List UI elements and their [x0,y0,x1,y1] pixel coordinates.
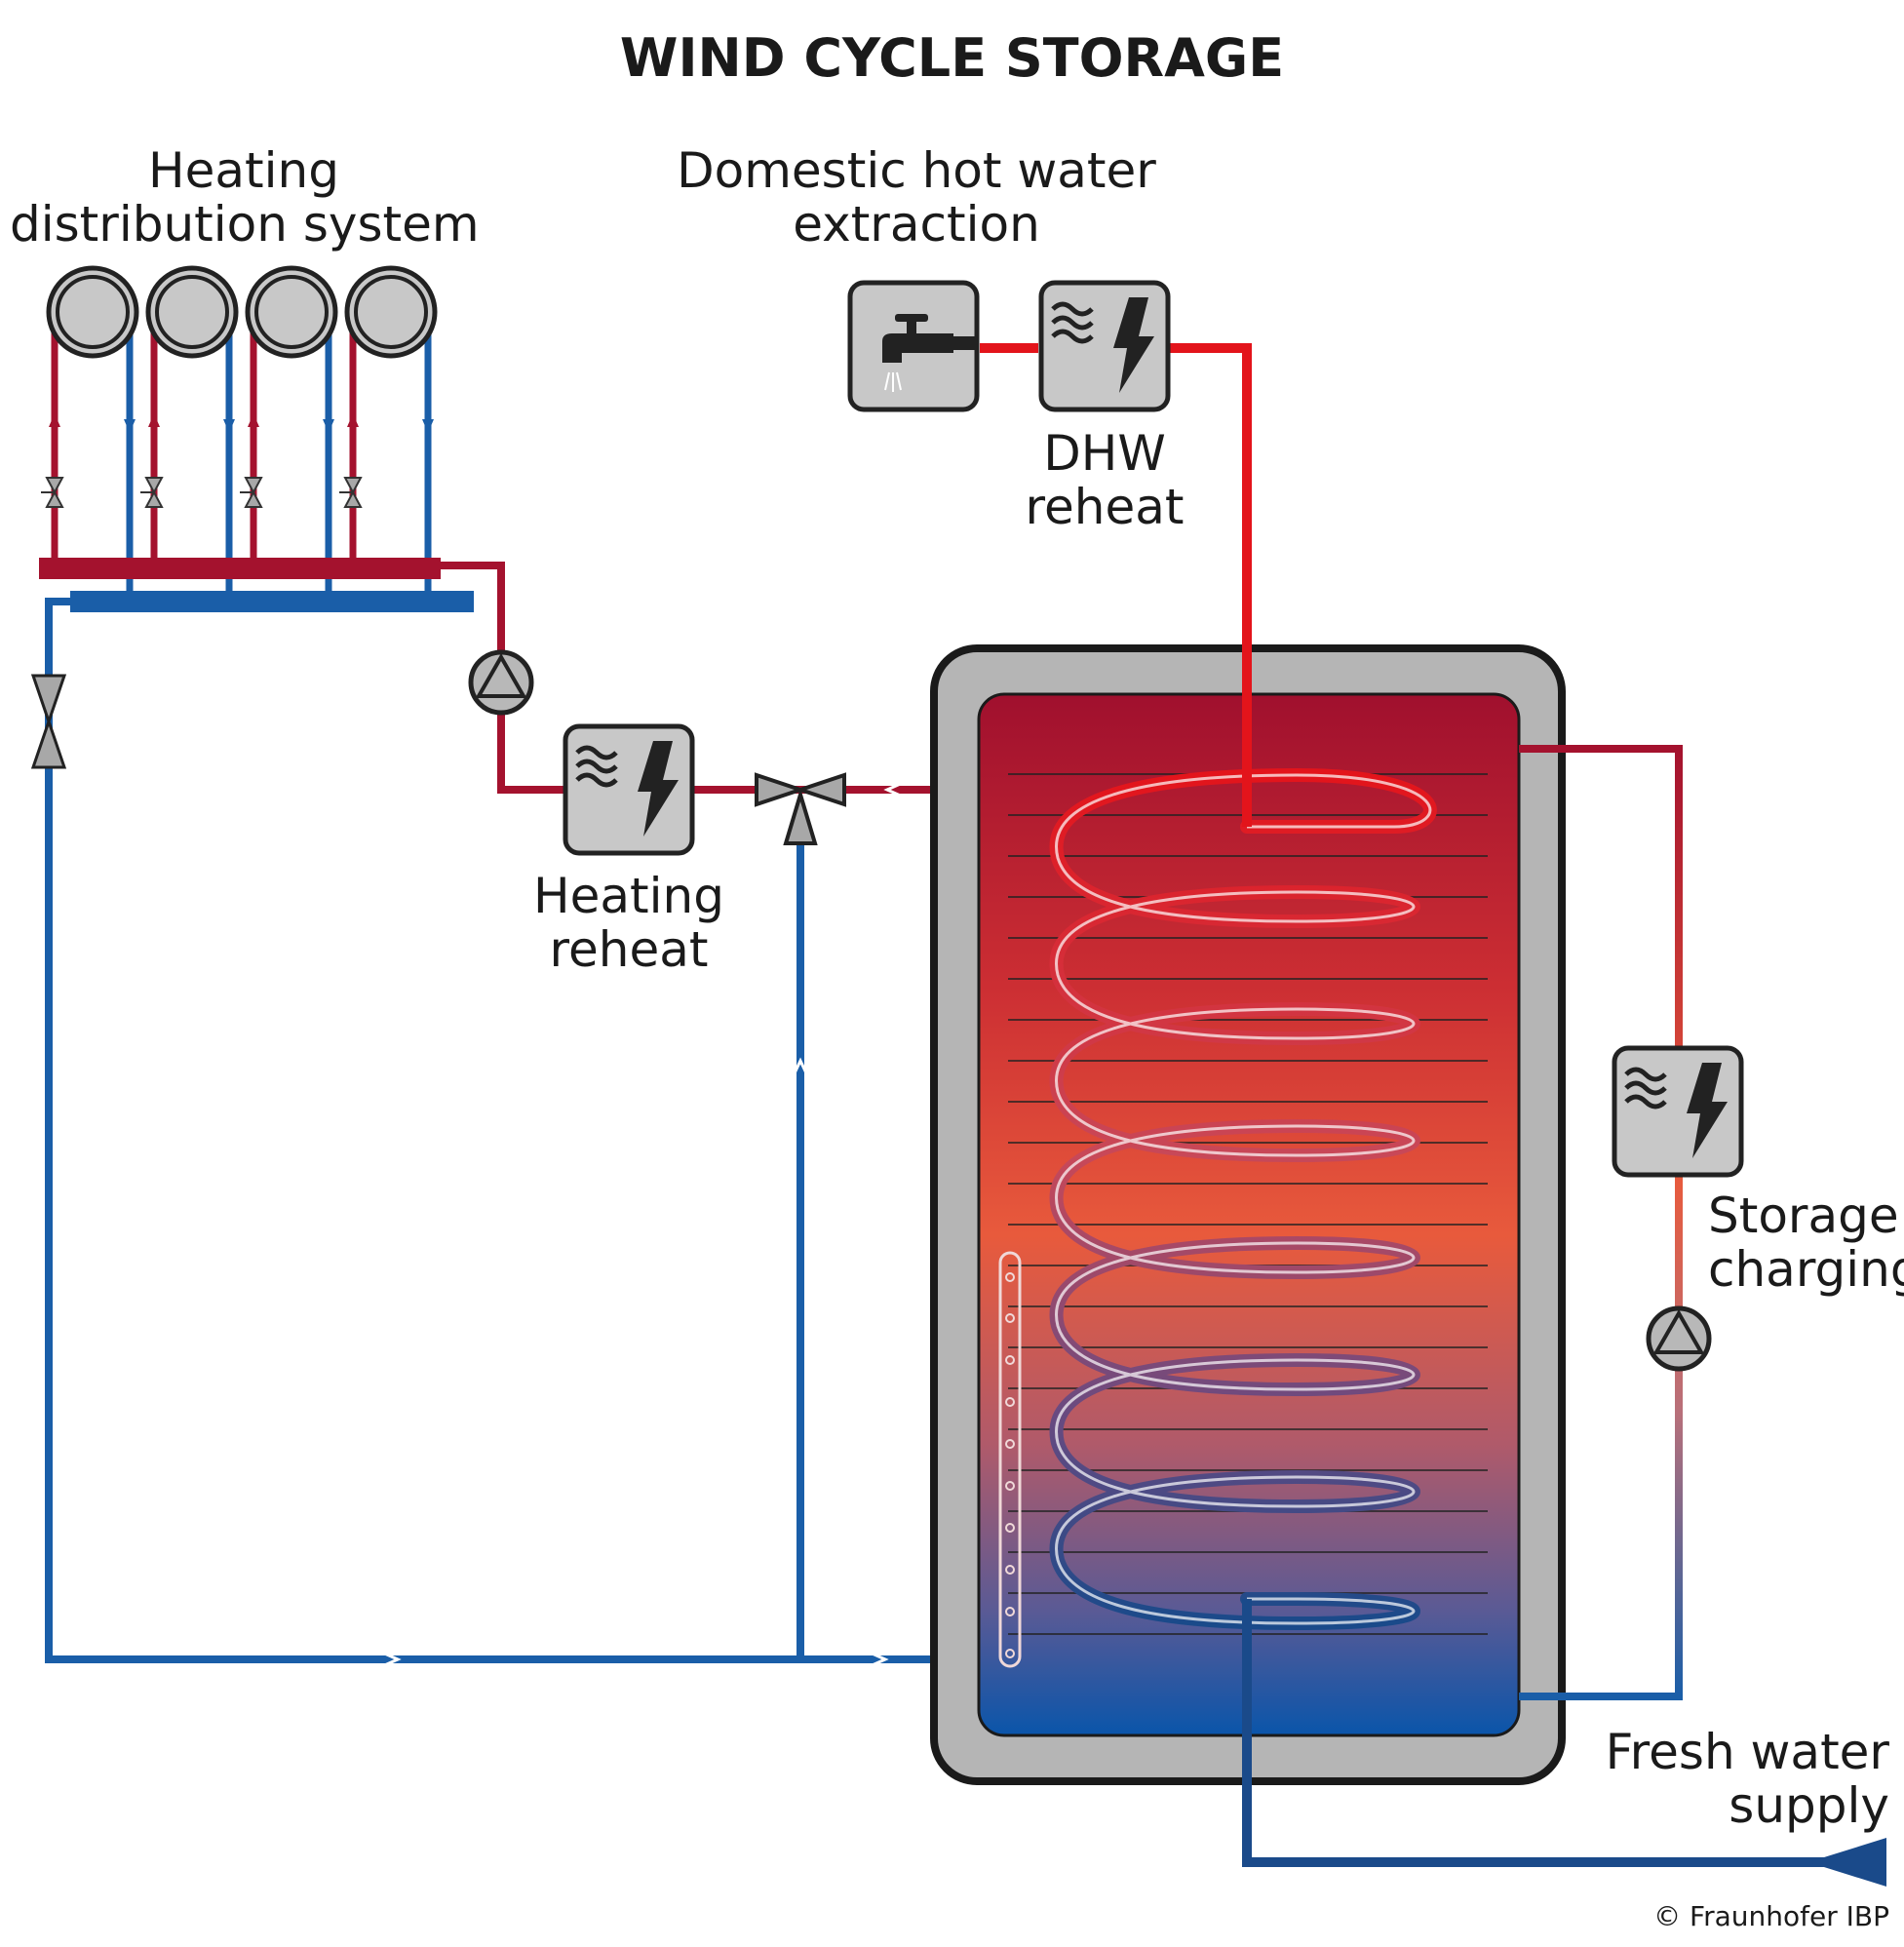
heating-distribution-label-line2: distribution system [10,196,480,253]
dhw-extraction-label-line1: Domestic hot water [677,142,1156,199]
flow-arrows [379,591,1257,1810]
valve-icon [41,477,363,508]
radiator-icon [145,265,239,359]
heating-reheat-label-line2: reheat [549,921,709,978]
radiator-supply-pipes [51,322,357,570]
tap-icon [847,280,980,412]
electric-heater-icon [1038,280,1171,412]
radiator-icon [344,265,438,359]
dhw-extraction-label-line2: extraction [793,196,1040,253]
electric-heater-icon [563,723,695,856]
heating-distribution-label-line1: Heating [148,142,339,199]
electric-heater-icon [1612,1045,1744,1178]
fresh-water-supply-label-line2: supply [1729,1777,1889,1834]
return-inlet-diffuser [998,1251,1022,1668]
dhw-supply-pipe [1165,343,1252,827]
dhw-heat-exchanger-coil-highlight [1055,773,1432,1625]
valve-icon [30,674,67,769]
storage-charging-label-line2: charging [1708,1241,1904,1298]
pump-icon [1646,1305,1712,1372]
dhw-reheat-label-line1: DHW [1043,425,1166,482]
hot-manifold [39,558,441,579]
dhw-extraction-label: Domestic hot water extraction [663,144,1170,252]
dhw-reheat-label-line2: reheat [1025,479,1185,535]
heating-distribution-label: Heating distribution system [10,142,480,253]
fresh-water-supply-label-line1: Fresh water [1605,1724,1889,1780]
radiator-icon [46,265,139,359]
dhw-reheat-label: DHW reheat [1007,427,1202,534]
diagram-title: WIND CYCLE STORAGE [619,27,1285,89]
storage-charging-label-line1: Storage [1708,1188,1899,1244]
storage-charging-pipe [1519,745,1683,1700]
heating-reheat-label-line1: Heating [533,868,724,924]
storage-charging-label: Storage charging [1708,1189,1904,1297]
copyright-notice: © Fraunhofer IBP [1653,1900,1889,1932]
fresh-water-pipe [1242,1599,1852,1867]
radiator-arrows [49,413,434,433]
three-way-valve-icon [755,772,846,845]
radiator-return-pipes [126,322,432,604]
heating-return-pipe [45,598,985,1663]
radiator-icon [245,265,338,359]
cold-manifold [70,591,474,612]
fresh-water-supply-label: Fresh water supply [1560,1726,1889,1833]
fresh-water-inlet-arrow [1808,1838,1886,1887]
heating-reheat-label: Heating reheat [526,870,731,977]
pump-icon [468,649,534,716]
